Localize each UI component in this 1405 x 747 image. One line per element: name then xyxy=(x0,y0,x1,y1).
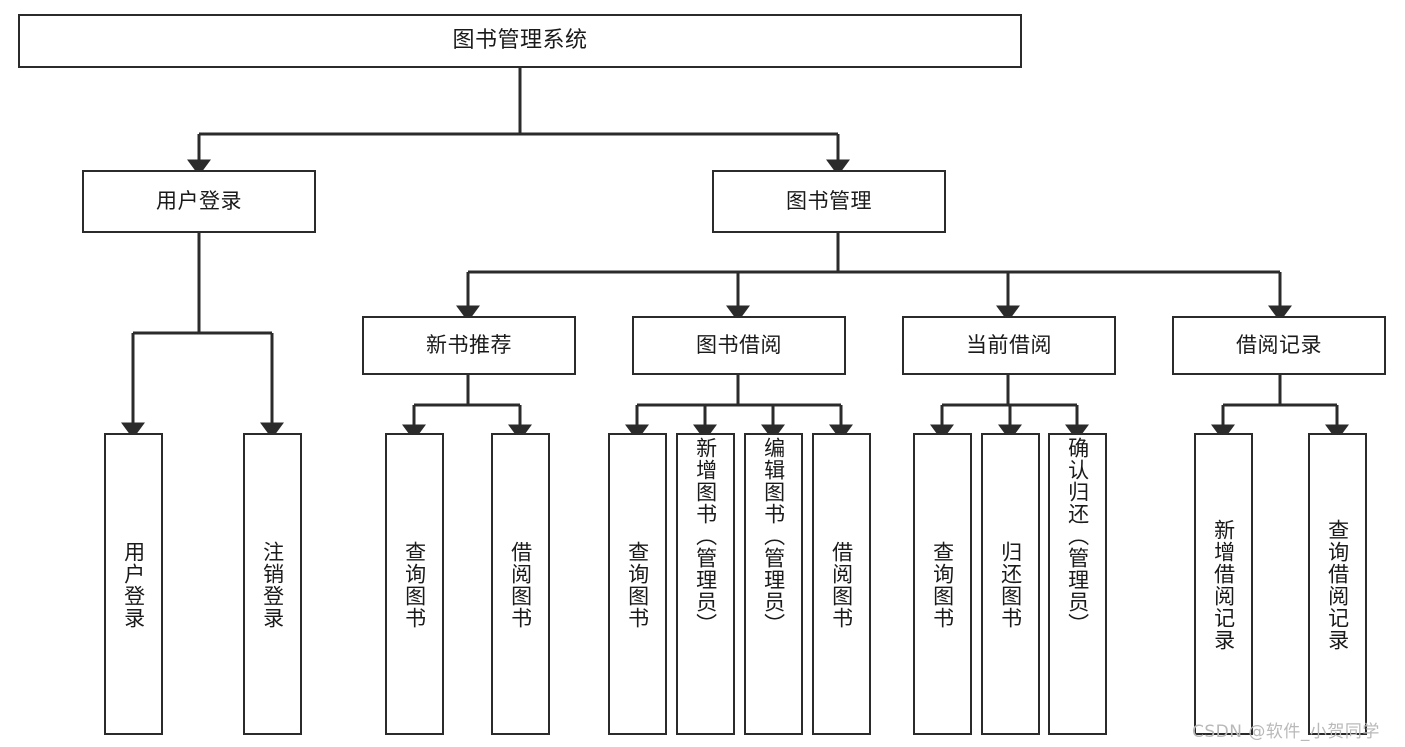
leaf-borrow-book[interactable]: 借阅图书 xyxy=(812,433,871,735)
node-label: 新增图书（管理员） xyxy=(693,437,718,635)
node-label: 确认归还（管理员） xyxy=(1065,437,1090,635)
node-book-borrow[interactable]: 图书借阅 xyxy=(632,316,846,375)
node-label: 用户登录 xyxy=(156,188,242,213)
node-label: 图书管理 xyxy=(786,188,872,213)
node-label: 新书推荐 xyxy=(426,332,512,357)
node-label: 图书管理系统 xyxy=(452,27,588,53)
leaf-add-borrow-record[interactable]: 新增借阅记录 xyxy=(1194,433,1253,735)
node-book-management-system[interactable]: 图书管理系统 xyxy=(18,14,1022,68)
node-borrow-record[interactable]: 借阅记录 xyxy=(1172,316,1386,375)
node-label: 查询借阅记录 xyxy=(1325,519,1350,651)
leaf-query-book-borrow[interactable]: 查询图书 xyxy=(608,433,667,735)
node-book-management[interactable]: 图书管理 xyxy=(712,170,946,233)
leaf-return-book[interactable]: 归还图书 xyxy=(981,433,1040,735)
node-label: 查询图书 xyxy=(625,541,650,629)
node-label: 借阅图书 xyxy=(508,541,533,629)
node-label: 注销登录 xyxy=(260,541,285,629)
leaf-query-book-current[interactable]: 查询图书 xyxy=(913,433,972,735)
leaf-query-borrow-record[interactable]: 查询借阅记录 xyxy=(1308,433,1367,735)
leaf-borrow-book-recommend[interactable]: 借阅图书 xyxy=(491,433,550,735)
leaf-edit-book-admin[interactable]: 编辑图书（管理员） xyxy=(744,433,803,735)
node-label: 当前借阅 xyxy=(966,332,1052,357)
leaf-logout[interactable]: 注销登录 xyxy=(243,433,302,735)
node-label: 编辑图书（管理员） xyxy=(761,437,786,635)
node-label: 用户登录 xyxy=(121,541,146,629)
node-label: 图书借阅 xyxy=(696,332,782,357)
leaf-add-book-admin[interactable]: 新增图书（管理员） xyxy=(676,433,735,735)
node-current-borrow[interactable]: 当前借阅 xyxy=(902,316,1116,375)
node-label: 归还图书 xyxy=(998,541,1023,629)
leaf-query-book-recommend[interactable]: 查询图书 xyxy=(385,433,444,735)
leaf-confirm-return-admin[interactable]: 确认归还（管理员） xyxy=(1048,433,1107,735)
node-label: 新增借阅记录 xyxy=(1211,519,1236,651)
node-label: 查询图书 xyxy=(402,541,427,629)
node-user-login[interactable]: 用户登录 xyxy=(82,170,316,233)
node-label: 借阅图书 xyxy=(829,541,854,629)
node-new-book-recommend[interactable]: 新书推荐 xyxy=(362,316,576,375)
node-label: 借阅记录 xyxy=(1236,332,1322,357)
leaf-user-login[interactable]: 用户登录 xyxy=(104,433,163,735)
node-label: 查询图书 xyxy=(930,541,955,629)
